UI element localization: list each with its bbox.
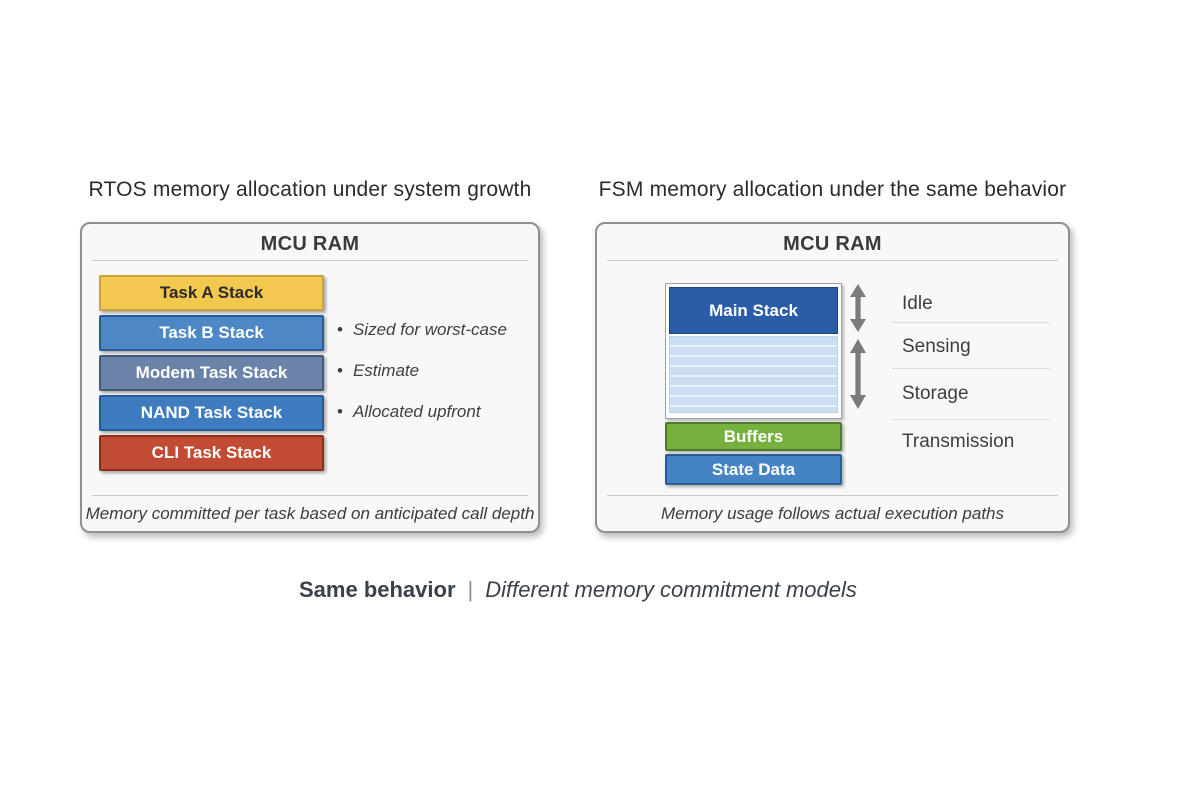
task-a-stack-bar: Task A Stack [99,275,324,311]
bullet-item: • Sized for worst-case [337,320,507,340]
bottom-caption-separator: | [467,577,474,602]
left-panel-title: RTOS memory allocation under system grow… [88,178,532,201]
state-label-idle: Idle [902,293,933,314]
divider [892,322,1050,323]
double-arrow-icon [850,284,866,332]
bullet-text: Allocated upfront [352,402,481,421]
double-arrow-icon [850,339,866,409]
divider [92,495,528,496]
rtos-panel-header: MCU RAM [260,233,360,255]
bullet-text: Sized for worst-case [352,320,507,339]
rtos-panel-caption: Memory committed per task based on antic… [85,504,535,523]
main-stack-bar: Main Stack [669,287,838,334]
divider [892,419,1050,420]
bullet-icon: • [337,320,343,339]
fsm-panel-caption: Memory usage follows actual execution pa… [660,504,1004,523]
divider [607,495,1058,496]
modem-task-stack-bar: Modem Task Stack [99,355,324,391]
divider [892,368,1050,369]
bullet-item: • Allocated upfront [337,402,507,422]
state-data-bar: State Data [665,454,842,485]
bottom-caption-right: Different memory commitment models [485,577,857,602]
state-label-sensing: Sensing [902,336,971,357]
unused-stack-region [669,336,838,413]
divider [92,260,528,261]
right-panel-title: FSM memory allocation under the same beh… [598,178,1067,201]
bottom-caption: Same behavior | Different memory commitm… [299,577,857,603]
bottom-caption-left: Same behavior [299,577,456,602]
fsm-panel-header: MCU RAM [783,233,882,255]
task-b-stack-bar: Task B Stack [99,315,324,351]
fsm-memory-box: Main Stack [665,283,842,419]
divider [607,260,1058,261]
state-label-storage: Storage [902,383,969,404]
bullet-item: • Estimate [337,361,507,381]
bullet-text: Estimate [352,361,420,380]
cli-task-stack-bar: CLI Task Stack [99,435,324,471]
nand-task-stack-bar: NAND Task Stack [99,395,324,431]
rtos-panel: MCU RAM Task A Stack Task B Stack Modem … [80,222,540,533]
bullet-icon: • [337,361,343,380]
rtos-bullet-list: • Sized for worst-case • Estimate • Allo… [337,320,507,443]
buffers-bar: Buffers [665,422,842,451]
fsm-panel: MCU RAM Main Stack Buffers State Data Id… [595,222,1070,533]
state-label-transmission: Transmission [902,431,1015,452]
bullet-icon: • [337,402,343,421]
